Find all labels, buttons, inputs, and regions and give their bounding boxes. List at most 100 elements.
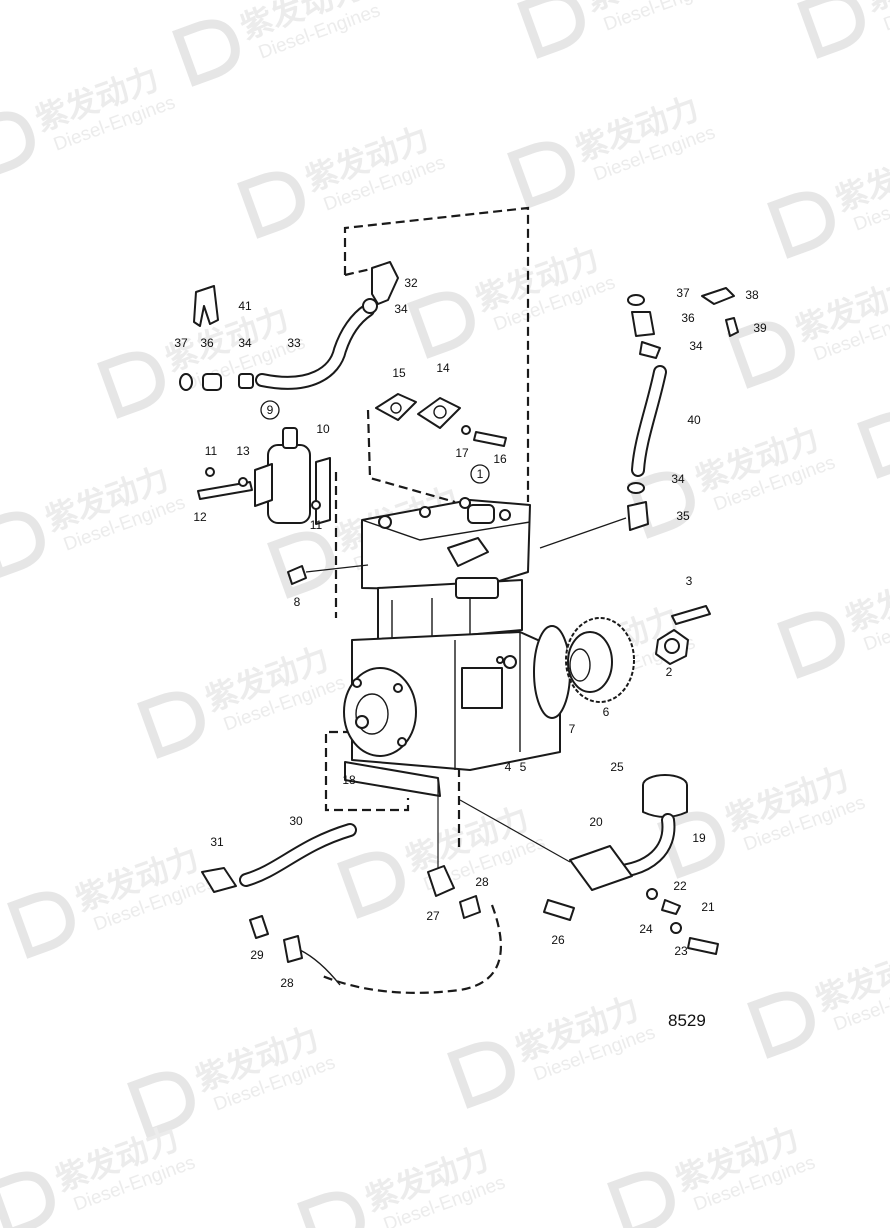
oil-filter-assembly xyxy=(459,774,719,955)
callout-number: 24 xyxy=(639,922,653,936)
callout-c11a: 11 xyxy=(205,444,218,458)
callout-number: 25 xyxy=(610,760,624,774)
callout-c36a: 36 xyxy=(200,336,214,350)
callout-c9: 9 xyxy=(260,400,280,420)
watermark-logo-icon xyxy=(517,0,585,59)
intake-hose-left xyxy=(179,261,399,391)
watermark-logo-icon xyxy=(0,111,35,179)
callout-number: 12 xyxy=(193,510,207,524)
callout-number: 5 xyxy=(520,760,527,774)
callout-number: 31 xyxy=(210,835,224,849)
callout-circle xyxy=(470,464,490,484)
callout-c41: 41 xyxy=(238,299,252,313)
callout-c37b: 37 xyxy=(676,286,690,300)
watermark-logo-icon xyxy=(857,411,890,479)
callout-number: 38 xyxy=(745,288,759,302)
callout-c38: 38 xyxy=(745,288,759,302)
callout-number: 41 xyxy=(238,299,252,313)
callout-c26: 26 xyxy=(551,933,565,947)
cover-and-gasket xyxy=(375,393,507,447)
callout-c28b: 28 xyxy=(280,976,294,990)
callout-c22: 22 xyxy=(673,879,687,893)
callout-number: 27 xyxy=(426,909,440,923)
callout-c35: 35 xyxy=(676,509,690,523)
callout-c5: 5 xyxy=(520,760,527,774)
callout-c19: 19 xyxy=(692,831,706,845)
callout-number: 1 xyxy=(477,467,484,481)
callout-number: 16 xyxy=(493,452,507,466)
callout-number: 6 xyxy=(603,705,610,719)
callout-c6: 6 xyxy=(603,705,610,719)
callout-number: 26 xyxy=(551,933,565,947)
callout-c16: 16 xyxy=(493,452,507,466)
callout-number: 33 xyxy=(287,336,301,350)
callout-c34c: 34 xyxy=(689,339,703,353)
callout-number: 8 xyxy=(294,595,301,609)
watermark-logo-icon xyxy=(127,1071,195,1139)
watermark-logo-icon xyxy=(7,891,75,959)
callout-number: 40 xyxy=(687,413,701,427)
callout-number: 22 xyxy=(673,879,687,893)
callout-number: 36 xyxy=(200,336,214,350)
unloader-valve xyxy=(197,427,331,525)
watermark-logo-icon xyxy=(407,291,475,359)
callout-c18: 18 xyxy=(342,773,356,787)
callout-c24: 24 xyxy=(639,922,653,936)
callout-number: 32 xyxy=(404,276,418,290)
callout-number: 37 xyxy=(174,336,188,350)
watermark-logo-icon xyxy=(657,811,725,879)
watermark-logo-icon xyxy=(172,19,240,87)
callout-c10: 10 xyxy=(316,422,330,436)
watermark-logo-icon xyxy=(747,991,815,1059)
callout-number: 21 xyxy=(701,900,715,914)
callout-c11b: 11 xyxy=(310,518,323,532)
callout-number: 36 xyxy=(681,311,695,325)
watermark-logo-icon xyxy=(507,141,575,209)
callout-c39: 39 xyxy=(753,321,767,335)
callout-number: 39 xyxy=(753,321,767,335)
watermark-cn-text: 紫发动力 xyxy=(840,559,890,638)
callout-number: 35 xyxy=(676,509,690,523)
callout-number: 34 xyxy=(689,339,703,353)
callout-number: 11 xyxy=(310,518,323,532)
callout-c25: 25 xyxy=(610,760,624,774)
watermark-logo-icon xyxy=(727,321,795,389)
callout-number: 34 xyxy=(238,336,252,350)
callout-c3: 3 xyxy=(686,574,693,588)
callout-number: 37 xyxy=(676,286,690,300)
callout-c28a: 28 xyxy=(475,875,489,889)
watermark-logo-icon xyxy=(337,851,405,919)
callout-circle xyxy=(260,400,280,420)
watermark-logo-icon xyxy=(0,1171,55,1228)
callout-c2: 2 xyxy=(666,665,673,679)
callout-number: 28 xyxy=(280,976,294,990)
callout-number: 9 xyxy=(267,403,274,417)
callout-number: 2 xyxy=(666,665,673,679)
watermark-logo-icon xyxy=(137,691,205,759)
stud-and-nut xyxy=(655,605,711,665)
intake-hose-right xyxy=(539,287,739,549)
callout-c30: 30 xyxy=(289,814,303,828)
callout-number: 17 xyxy=(455,446,469,460)
callout-number: 23 xyxy=(674,944,688,958)
callout-c32: 32 xyxy=(404,276,418,290)
callout-number: 13 xyxy=(236,444,250,458)
watermark-en-text: Diesel-Engines xyxy=(881,0,890,36)
callout-number: 15 xyxy=(392,366,406,380)
watermark-logo-icon xyxy=(97,351,165,419)
